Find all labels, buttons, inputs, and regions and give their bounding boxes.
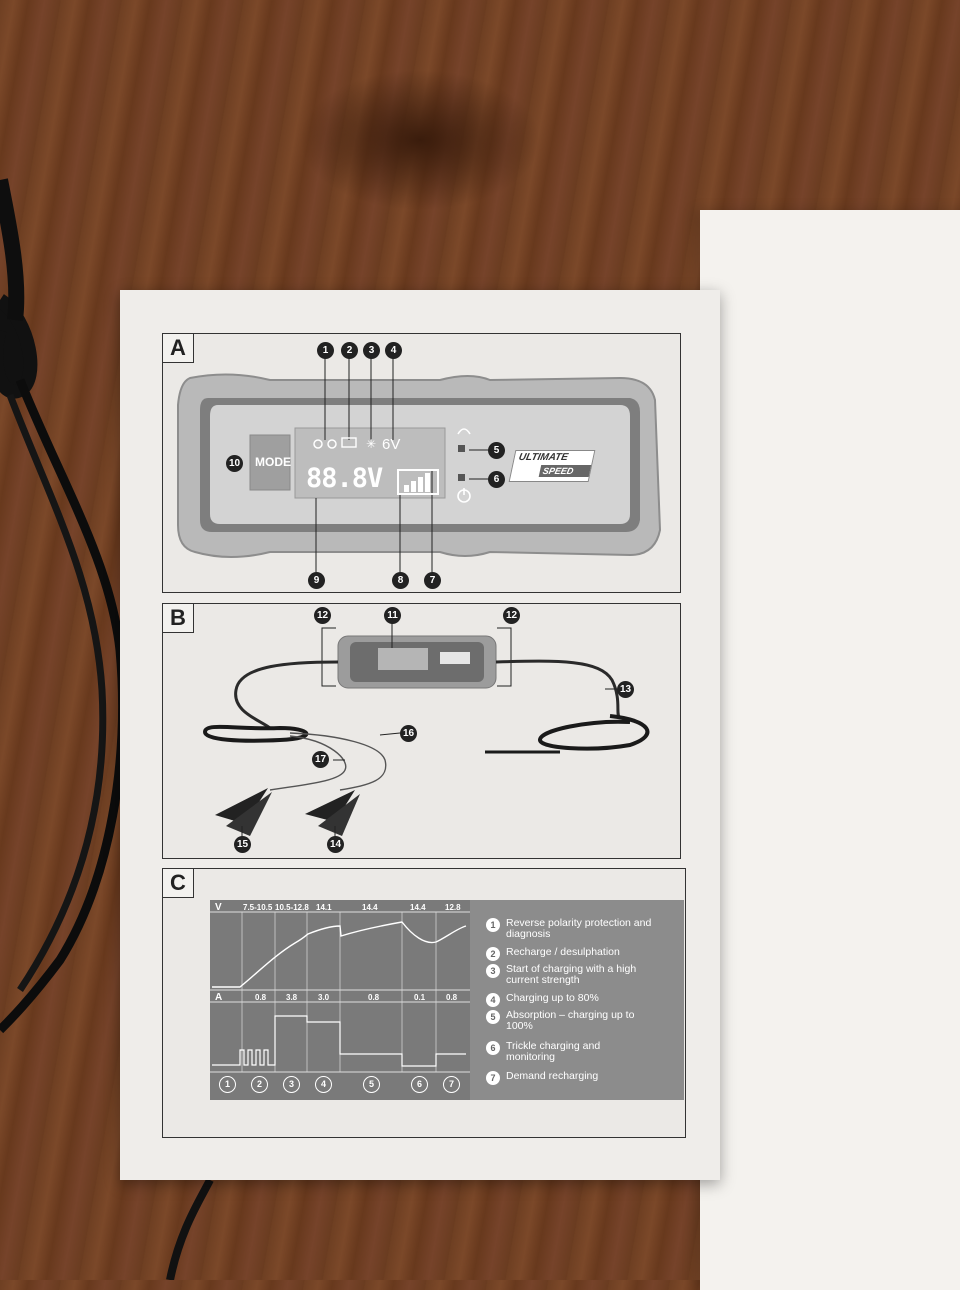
marker-16: 16 xyxy=(400,725,417,742)
marker-10: 10 xyxy=(226,455,243,472)
voltage-label-5: 14.4 xyxy=(410,903,426,912)
marker-9: 9 xyxy=(308,572,325,589)
charging-legend-area xyxy=(470,900,684,1100)
phase-6: 6 xyxy=(411,1076,428,1093)
phase-7: 7 xyxy=(443,1076,460,1093)
lcd-6v-indicator: 6V xyxy=(382,436,401,453)
lcd-voltage-readout: 88.8V xyxy=(306,463,383,494)
legend-item-7: 7 Demand recharging xyxy=(486,1071,656,1085)
marker-1: 1 xyxy=(317,342,334,359)
current-axis-label: A xyxy=(215,992,223,1003)
marker-5: 5 xyxy=(488,442,505,459)
mode-button-label: MODE xyxy=(255,455,291,469)
phase-4: 4 xyxy=(315,1076,332,1093)
phase-1: 1 xyxy=(219,1076,236,1093)
current-label-3: 3.0 xyxy=(318,993,330,1002)
marker-11: 11 xyxy=(384,607,401,624)
marker-4: 4 xyxy=(385,342,402,359)
legend-item-4: 4 Charging up to 80% xyxy=(486,993,656,1007)
marker-8: 8 xyxy=(392,572,409,589)
current-label-2: 3.8 xyxy=(286,993,298,1002)
voltage-label-2: 10.5-12.8 xyxy=(275,903,309,912)
marker-3: 3 xyxy=(363,342,380,359)
brand-logo: ULTIMATE SPEED xyxy=(508,450,596,482)
marker-12-right: 12 xyxy=(503,607,520,624)
phase-3: 3 xyxy=(283,1076,300,1093)
voltage-label-6: 12.8 xyxy=(445,903,461,912)
current-label-1: 0.8 xyxy=(255,993,267,1002)
legend-item-2: 2 Recharge / desulphation xyxy=(486,947,656,961)
voltage-axis-label: V xyxy=(215,902,222,913)
marker-14: 14 xyxy=(327,836,344,853)
current-label-4: 0.8 xyxy=(368,993,380,1002)
marker-15: 15 xyxy=(234,836,251,853)
legend-item-3: 3 Start of charging with a high current … xyxy=(486,964,646,986)
panel-c-letter: C xyxy=(162,868,194,898)
marker-13: 13 xyxy=(617,681,634,698)
current-label-6: 0.8 xyxy=(446,993,458,1002)
legend-item-1: 1 Reverse polarity protection and diagno… xyxy=(486,918,656,940)
marker-12-left: 12 xyxy=(314,607,331,624)
legend-item-6: 6 Trickle charging and monitoring xyxy=(486,1041,616,1063)
marker-2: 2 xyxy=(341,342,358,359)
right-page xyxy=(700,210,960,1290)
voltage-label-1: 7.5-10.5 xyxy=(243,903,273,912)
phase-5: 5 xyxy=(363,1076,380,1093)
voltage-label-3: 14.1 xyxy=(316,903,332,912)
charging-chart-area xyxy=(210,900,470,1100)
current-label-5: 0.1 xyxy=(414,993,426,1002)
marker-7: 7 xyxy=(424,572,441,589)
phase-2: 2 xyxy=(251,1076,268,1093)
panel-a-letter: A xyxy=(162,333,194,363)
panel-b-letter: B xyxy=(162,603,194,633)
voltage-label-4: 14.4 xyxy=(362,903,378,912)
panel-b xyxy=(162,603,681,859)
marker-6: 6 xyxy=(488,471,505,488)
legend-item-5: 5 Absorption – charging up to 100% xyxy=(486,1010,636,1032)
marker-17: 17 xyxy=(312,751,329,768)
